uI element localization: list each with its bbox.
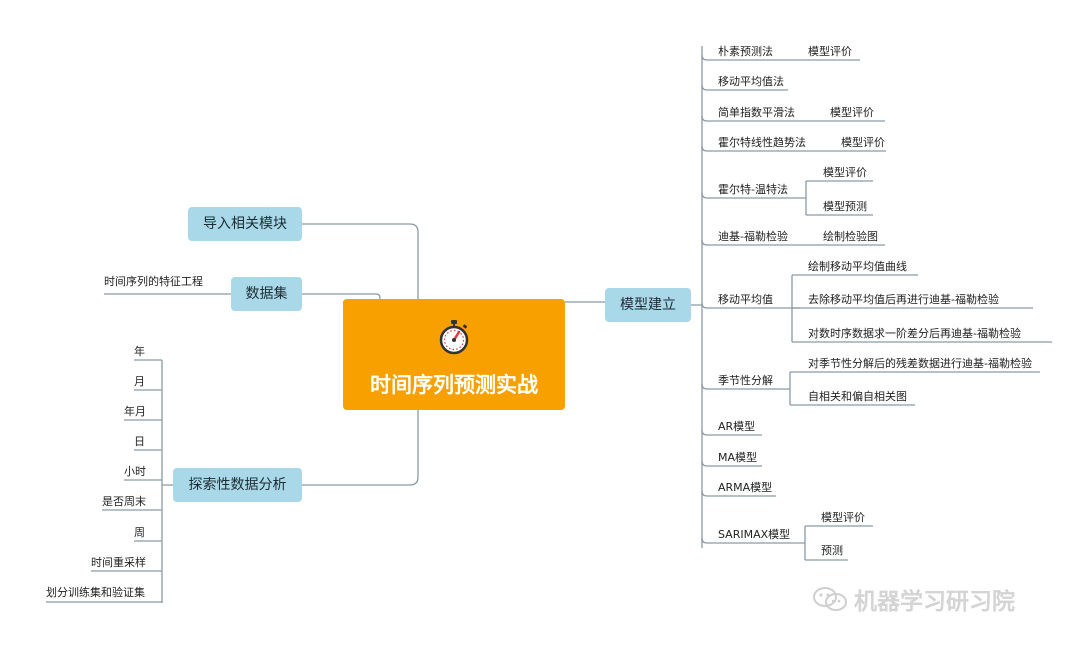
watermark: 机器学习研习院	[812, 584, 1015, 615]
line-eda-trunk	[161, 360, 173, 603]
line-sarimax-leaves	[800, 525, 873, 561]
watermark-text: 机器学习研习院	[854, 589, 1015, 615]
leaf-naive-eval[interactable]: 模型评价	[808, 45, 852, 58]
subtopic-holt-linear[interactable]: 霍尔特线性趋势法	[718, 136, 806, 149]
line-model-child-1	[701, 84, 788, 91]
leaf-log-diff-df[interactable]: 对数时序数据求一阶差分后再迪基-福勒检验	[808, 327, 1021, 340]
line-ma-leaves	[791, 274, 1052, 343]
leaf-sarimax-eval[interactable]: 模型评价	[821, 511, 865, 524]
subtopic-dickey-fuller[interactable]: 迪基-福勒检验	[718, 230, 788, 243]
topic-eda[interactable]: 探索性数据分析	[173, 468, 302, 502]
subtopic-holt-winters[interactable]: 霍尔特-温特法	[718, 183, 788, 196]
leaf-hw-predict[interactable]: 模型预测	[823, 200, 867, 213]
leaf-sarimax-predict[interactable]: 预测	[821, 544, 843, 557]
line-model-child-6	[701, 302, 800, 309]
subtopic-ma[interactable]: MA模型	[718, 451, 758, 464]
subtopic-year-month[interactable]: 年月	[124, 405, 146, 418]
topic-import-modules[interactable]: 导入相关模块	[188, 207, 302, 241]
subtopic-resample[interactable]: 时间重采样	[91, 556, 146, 569]
leaf-df-plot[interactable]: 绘制检验图	[823, 230, 878, 243]
leaf-holt-eval[interactable]: 模型评价	[841, 136, 885, 149]
subtopic-naive[interactable]: 朴素预测法	[718, 45, 773, 58]
line-model-child-3	[701, 145, 836, 152]
line-central-dataset	[302, 293, 381, 302]
line-model-child-11	[701, 537, 800, 544]
line-model-child-10	[701, 490, 776, 497]
line-model-trunk	[691, 46, 703, 548]
line-model-child-7	[701, 383, 790, 390]
wechat-icon	[813, 587, 847, 611]
leaf-acf-pacf[interactable]: 自相关和偏自相关图	[808, 390, 907, 403]
subtopic-sarimax[interactable]: SARIMAX模型	[718, 528, 791, 541]
subtopic-ar[interactable]: AR模型	[718, 420, 756, 433]
subtopic-hour[interactable]: 小时	[124, 465, 146, 478]
line-model-child-8	[701, 429, 762, 436]
subtopic-moving-average-method[interactable]: 移动平均值法	[718, 75, 784, 88]
line-central-eda	[302, 410, 419, 486]
topic-dataset[interactable]: 数据集	[231, 277, 302, 311]
stopwatch-icon	[439, 320, 469, 355]
leaf-ses-eval[interactable]: 模型评价	[830, 106, 874, 119]
subtopic-is-weekend[interactable]: 是否周末	[102, 495, 146, 508]
line-model-child-0	[701, 54, 800, 61]
topic-model-building[interactable]: 模型建立	[605, 288, 691, 322]
leaf-ma-curve[interactable]: 绘制移动平均值曲线	[808, 260, 907, 273]
leaf-residual-df[interactable]: 对季节性分解后的残差数据进行迪基-福勒检验	[808, 357, 1032, 370]
subtopic-week[interactable]: 周	[134, 526, 145, 539]
subtopic-moving-average[interactable]: 移动平均值	[718, 293, 773, 306]
subtopic-seasonal-decompose[interactable]: 季节性分解	[718, 374, 773, 387]
subtopic-simple-exp-smoothing[interactable]: 简单指数平滑法	[718, 106, 795, 119]
subtopic-month[interactable]: 月	[134, 375, 145, 388]
line-model-child-2	[701, 115, 820, 122]
subtopic-day[interactable]: 日	[134, 435, 145, 448]
leaf-ma-removed-df[interactable]: 去除移动平均值后再进行迪基-福勒检验	[808, 293, 999, 306]
line-hw-leaves	[800, 180, 873, 216]
line-model-child-5	[701, 239, 800, 246]
leaf-hw-eval[interactable]: 模型评价	[823, 166, 867, 179]
line-sd-leaves	[789, 371, 1040, 406]
subtopic-year[interactable]: 年	[134, 345, 145, 358]
subtopic-feature-engineering[interactable]: 时间序列的特征工程	[104, 275, 203, 288]
subtopic-train-val-split[interactable]: 划分训练集和验证集	[46, 586, 145, 599]
central-title: 时间序列预测实战	[370, 373, 538, 397]
line-model-child-9	[701, 460, 762, 467]
central-topic[interactable]: 时间序列预测实战	[343, 299, 565, 410]
line-model-child-4	[701, 192, 800, 199]
subtopic-arma[interactable]: ARMA模型	[718, 481, 773, 494]
line-central-import	[302, 223, 419, 303]
